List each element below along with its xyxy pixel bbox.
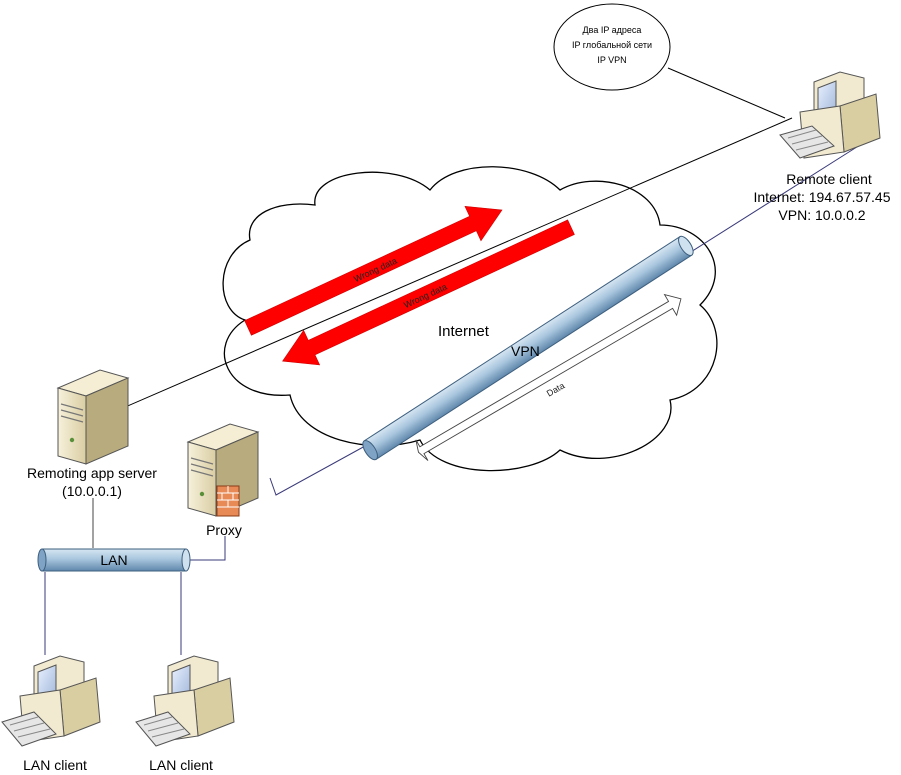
link-callout-remote	[667, 67, 786, 119]
vpn-label: VPN	[511, 343, 540, 359]
link-proxy-tunnel	[269, 439, 377, 496]
link-remote-tunnel	[674, 144, 861, 263]
link-server-remote	[122, 117, 793, 409]
link-proxy-lan	[190, 536, 226, 561]
lan-label: LAN	[100, 552, 127, 568]
internet-cloud	[222, 166, 718, 472]
remote-client-internet-ip: Internet: 194.67.57.45	[754, 189, 891, 205]
lan-bus: LAN	[37, 548, 191, 572]
server-ip: (10.0.0.1)	[62, 483, 122, 499]
server-icon	[56, 369, 130, 465]
ip-callout: Два IP адреса IP глобальной сети IP VPN	[553, 3, 671, 91]
server-name: Remoting app server	[27, 465, 157, 481]
remote-client-name: Remote client	[786, 171, 872, 187]
vpn-tunnel	[362, 235, 694, 461]
lan-client-1-pc-icon	[1, 655, 101, 747]
lan-client-1-name: LAN client	[23, 757, 87, 773]
firewall-icon	[216, 485, 240, 517]
callout-line-1: Два IP адреса	[583, 25, 642, 35]
lan-client-2-name: LAN client	[149, 757, 213, 773]
callout-line-2: IP глобальной сети	[572, 40, 652, 50]
lan-client-2-pc-icon	[135, 655, 235, 747]
proxy-name: Proxy	[206, 522, 242, 538]
remote-client-pc-icon	[779, 71, 881, 159]
remote-client-vpn-ip: VPN: 10.0.0.2	[778, 207, 865, 223]
internet-label: Internet	[438, 323, 490, 340]
callout-line-3: IP VPN	[597, 55, 626, 65]
